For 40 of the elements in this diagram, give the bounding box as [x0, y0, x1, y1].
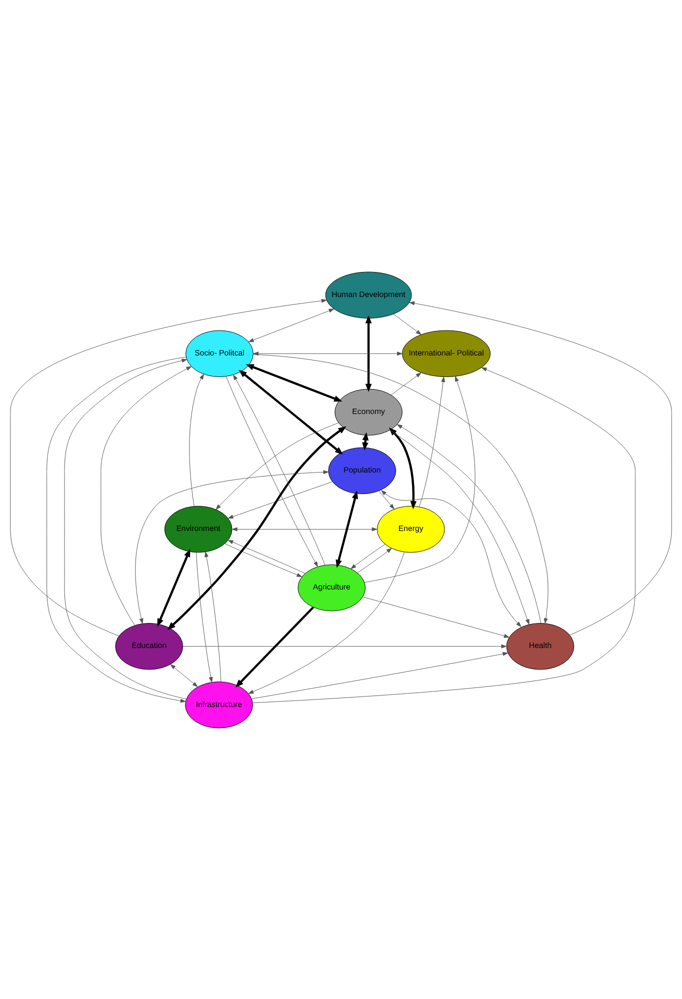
arrow [100, 366, 192, 626]
arrow [419, 376, 446, 507]
arrow [362, 596, 510, 638]
arrow [238, 369, 344, 454]
arrow [357, 548, 392, 573]
arrow [189, 373, 204, 506]
arrow [350, 544, 386, 569]
arrow [135, 470, 329, 624]
node-ellipse: Health [506, 622, 574, 670]
arrow [226, 376, 318, 566]
arrow [252, 366, 636, 703]
arrow [233, 374, 326, 565]
arrow [157, 548, 190, 626]
arrow [251, 651, 508, 699]
arrow [390, 429, 530, 624]
arrow [10, 298, 327, 636]
arrow [396, 424, 542, 623]
arrow [232, 526, 378, 531]
arrow [228, 480, 333, 518]
arrow [235, 606, 314, 687]
arrow [336, 490, 358, 568]
arrow [248, 308, 334, 342]
arrow [196, 552, 213, 682]
arrow [167, 426, 346, 630]
arrow [252, 354, 548, 624]
arrow [378, 490, 394, 509]
node-ellipse: Human Development [325, 271, 412, 318]
arrow [246, 364, 342, 402]
arrow [409, 300, 672, 635]
arrow [381, 490, 522, 626]
arrow [388, 426, 417, 509]
arrow [365, 314, 372, 392]
arrow [204, 551, 222, 682]
arrow [253, 351, 402, 356]
arrow [216, 422, 339, 510]
arrow [182, 644, 507, 648]
arrow [248, 551, 405, 694]
arrow [170, 664, 198, 686]
arrow [393, 313, 422, 334]
arrow [390, 372, 422, 395]
